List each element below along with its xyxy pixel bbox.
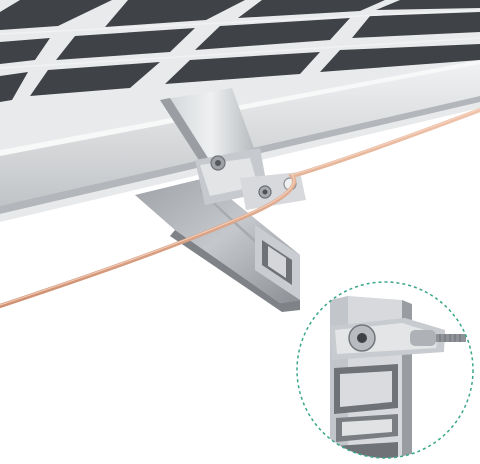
grounding-clamp — [160, 88, 306, 210]
inset-detail — [296, 281, 474, 459]
copper-ground-wire — [0, 107, 480, 309]
mounting-rail — [135, 178, 300, 312]
solar-panel — [0, 0, 480, 150]
